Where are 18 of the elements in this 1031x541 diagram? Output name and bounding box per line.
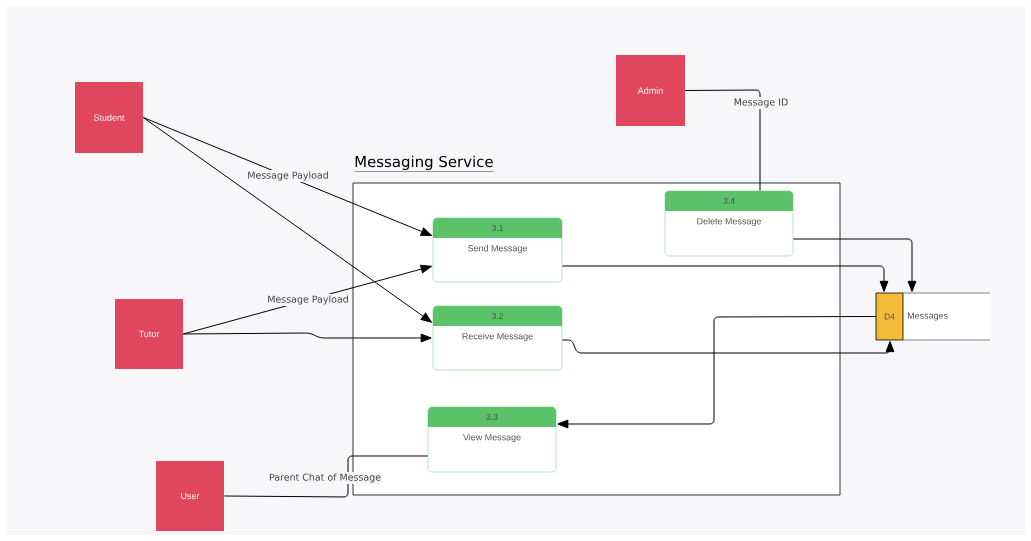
process-box: 3.1 Send Message xyxy=(432,217,563,283)
process-box: 3.2 Receive Message xyxy=(432,305,563,371)
arrow xyxy=(561,339,895,354)
edge-label: Message ID xyxy=(732,97,790,109)
process-box: 3.4 Delete Message xyxy=(664,190,794,257)
node-label: Messaging Service xyxy=(355,155,493,171)
entity-box: Tutor xyxy=(115,299,183,369)
entity-box: User xyxy=(156,461,224,531)
arrow xyxy=(142,117,432,323)
process-box: 3.3 View Message xyxy=(427,406,557,473)
arrow xyxy=(792,238,917,292)
arrow xyxy=(182,332,432,343)
entity-box: Student xyxy=(75,82,143,153)
entity-box: Admin xyxy=(616,55,685,126)
arrow xyxy=(557,316,877,429)
arrow xyxy=(561,265,889,292)
data-store: D4 Messages xyxy=(875,292,991,341)
arrow xyxy=(142,117,432,236)
